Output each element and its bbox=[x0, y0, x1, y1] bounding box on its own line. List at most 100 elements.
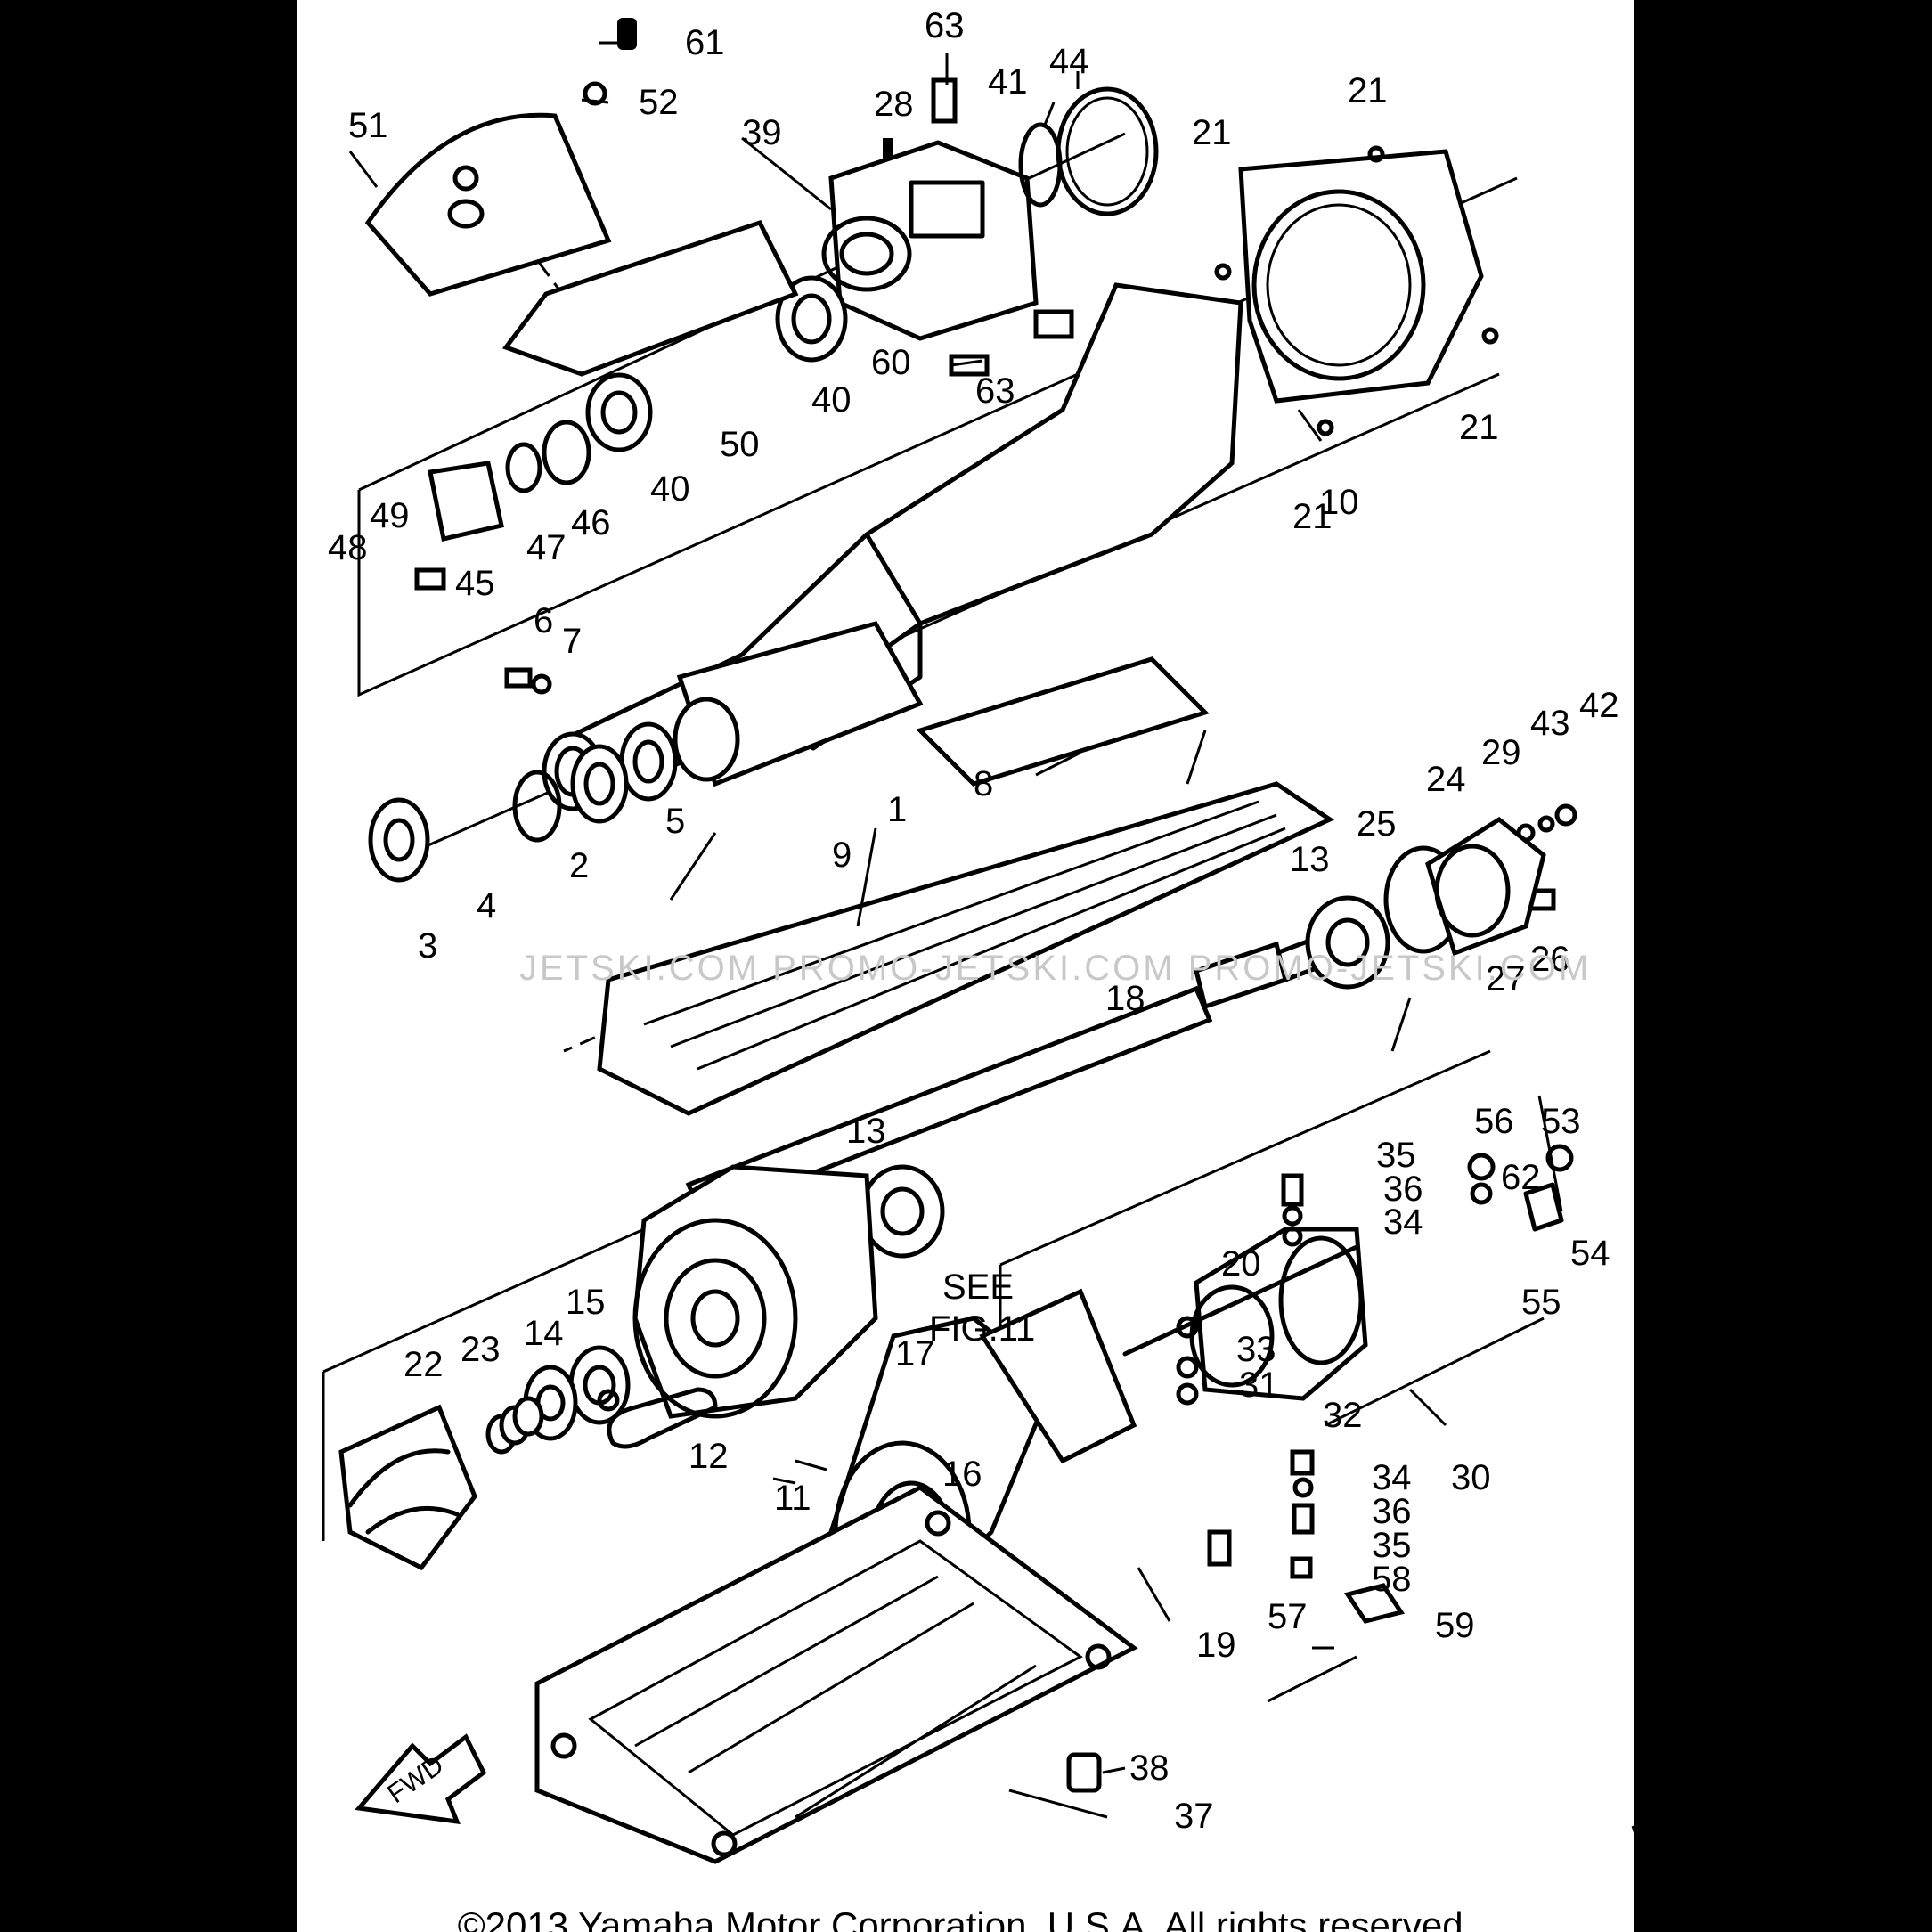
callout-27: 27 bbox=[1486, 959, 1526, 999]
callout-32: 32 bbox=[1323, 1396, 1363, 1435]
callout-14: 14 bbox=[524, 1314, 564, 1353]
part-30-steering-nozzle bbox=[1189, 1227, 1368, 1401]
part-20-rod bbox=[1122, 1244, 1359, 1357]
exploded-parts-diagram: 61 52 51 63 28 39 41 44 21 21 21 21 21 6… bbox=[322, 6, 1634, 1864]
callout-2: 2 bbox=[569, 846, 589, 885]
callout-60: 60 bbox=[871, 343, 911, 382]
callout-13-b: 13 bbox=[846, 1112, 886, 1151]
watermark: JETSKI.COM PROMO-JETSKI.COM PROMO-JETSKI… bbox=[519, 949, 1592, 988]
callout-48: 48 bbox=[328, 528, 368, 567]
callout-63: 63 bbox=[925, 6, 965, 45]
hardware-right bbox=[1176, 1144, 1574, 1624]
callout-36-a: 36 bbox=[1383, 1170, 1423, 1209]
callout-49: 49 bbox=[370, 496, 410, 535]
part-13-bearing-a bbox=[1305, 895, 1390, 990]
callout-63-b: 63 bbox=[975, 371, 1015, 411]
callout-7: 7 bbox=[562, 622, 582, 661]
see-note-line-1: SEE bbox=[942, 1268, 1014, 1307]
callout-52: 52 bbox=[639, 83, 679, 122]
callout-6: 6 bbox=[534, 601, 553, 640]
callout-30: 30 bbox=[1451, 1458, 1491, 1497]
callout-51: 51 bbox=[348, 106, 388, 145]
part-22-impeller bbox=[338, 1404, 477, 1571]
callout-31: 31 bbox=[1239, 1365, 1279, 1405]
part-10-intake-frame bbox=[1238, 149, 1484, 404]
part-13-bearing-b bbox=[860, 1164, 945, 1259]
callout-53: 53 bbox=[1541, 1102, 1581, 1141]
callout-17: 17 bbox=[895, 1334, 935, 1374]
part-41-oring bbox=[1018, 122, 1063, 208]
callout-34-b: 34 bbox=[1372, 1458, 1412, 1497]
callout-26: 26 bbox=[1530, 940, 1570, 979]
callout-21-c: 21 bbox=[1459, 408, 1499, 447]
part-39-housing bbox=[821, 140, 1039, 341]
part-63-clip-mid bbox=[1033, 309, 1074, 339]
part-51-cover bbox=[364, 112, 612, 297]
callout-62: 62 bbox=[1501, 1158, 1541, 1197]
callout-24: 24 bbox=[1426, 760, 1466, 799]
part-17-nipple bbox=[597, 1389, 620, 1412]
callout-21-b: 21 bbox=[1192, 113, 1232, 152]
callout-55: 55 bbox=[1521, 1283, 1561, 1322]
callout-5: 5 bbox=[665, 802, 685, 841]
callout-40-b: 40 bbox=[650, 469, 690, 509]
bearings-left bbox=[368, 219, 848, 883]
fwd-arrow bbox=[355, 1733, 487, 1825]
part-44-seal bbox=[1056, 86, 1159, 216]
callout-22: 22 bbox=[404, 1345, 444, 1384]
callout-54: 54 bbox=[1570, 1234, 1610, 1273]
callout-35-b: 35 bbox=[1372, 1526, 1412, 1565]
callout-47: 47 bbox=[526, 528, 567, 567]
callout-25: 25 bbox=[1357, 804, 1397, 844]
callout-44: 44 bbox=[1049, 42, 1089, 81]
callout-42: 42 bbox=[1579, 686, 1619, 725]
callout-11: 11 bbox=[774, 1479, 811, 1518]
callout-35-a: 35 bbox=[1376, 1136, 1416, 1175]
callout-61: 61 bbox=[685, 23, 725, 62]
callout-29: 29 bbox=[1481, 733, 1521, 772]
callout-20: 20 bbox=[1221, 1244, 1261, 1284]
callout-38: 38 bbox=[1129, 1749, 1170, 1788]
callout-36-b: 36 bbox=[1372, 1492, 1412, 1531]
callout-18: 18 bbox=[1105, 979, 1145, 1018]
callout-39: 39 bbox=[742, 113, 782, 152]
callout-21-d: 21 bbox=[1292, 497, 1333, 536]
callout-33: 33 bbox=[1236, 1330, 1276, 1369]
callout-12: 12 bbox=[689, 1437, 729, 1476]
callout-37: 37 bbox=[1174, 1797, 1214, 1836]
callout-16: 16 bbox=[942, 1455, 982, 1494]
callout-43: 43 bbox=[1530, 704, 1570, 743]
callout-45: 45 bbox=[455, 564, 495, 603]
callout-4: 4 bbox=[477, 886, 496, 925]
callout-15: 15 bbox=[566, 1283, 606, 1322]
part-38-drain-plug bbox=[1066, 1752, 1102, 1793]
part-9-ride-plate bbox=[597, 656, 1335, 1116]
callout-8: 8 bbox=[974, 764, 993, 803]
part-11-impeller-housing bbox=[632, 1164, 878, 1419]
part-63-clip-top bbox=[931, 77, 958, 124]
callout-50: 50 bbox=[720, 425, 760, 464]
callout-1: 1 bbox=[887, 790, 907, 829]
callout-41: 41 bbox=[988, 62, 1028, 102]
callout-28: 28 bbox=[874, 85, 914, 124]
callout-19: 19 bbox=[1196, 1626, 1236, 1665]
see-note-line-2: FIG.11 bbox=[929, 1309, 1035, 1349]
callout-57: 57 bbox=[1268, 1597, 1308, 1636]
part-callouts: 61 52 51 63 28 39 41 44 21 21 21 21 21 6… bbox=[328, 6, 1619, 1836]
callout-34-a: 34 bbox=[1383, 1202, 1423, 1242]
part-37-plate bbox=[534, 1485, 1138, 1864]
callout-21-a: 21 bbox=[1348, 71, 1388, 110]
callout-13-a: 13 bbox=[1290, 840, 1330, 879]
diagram-sheet: 61 52 51 63 28 39 41 44 21 21 21 21 21 6… bbox=[297, 0, 1634, 1932]
copyright-notice: ©2013 Yamaha Motor Corporation, U.S.A. A… bbox=[457, 1904, 1474, 1932]
callout-3: 3 bbox=[418, 926, 437, 966]
callout-10: 10 bbox=[1319, 483, 1359, 522]
callout-40-a: 40 bbox=[811, 380, 852, 420]
leader-lines bbox=[348, 41, 1634, 1836]
callout-9: 9 bbox=[832, 836, 852, 875]
callout-59: 59 bbox=[1435, 1606, 1475, 1645]
part-16-hose bbox=[607, 1387, 718, 1449]
callout-58: 58 bbox=[1372, 1560, 1412, 1599]
callout-46: 46 bbox=[571, 503, 611, 542]
callout-56: 56 bbox=[1474, 1102, 1514, 1141]
